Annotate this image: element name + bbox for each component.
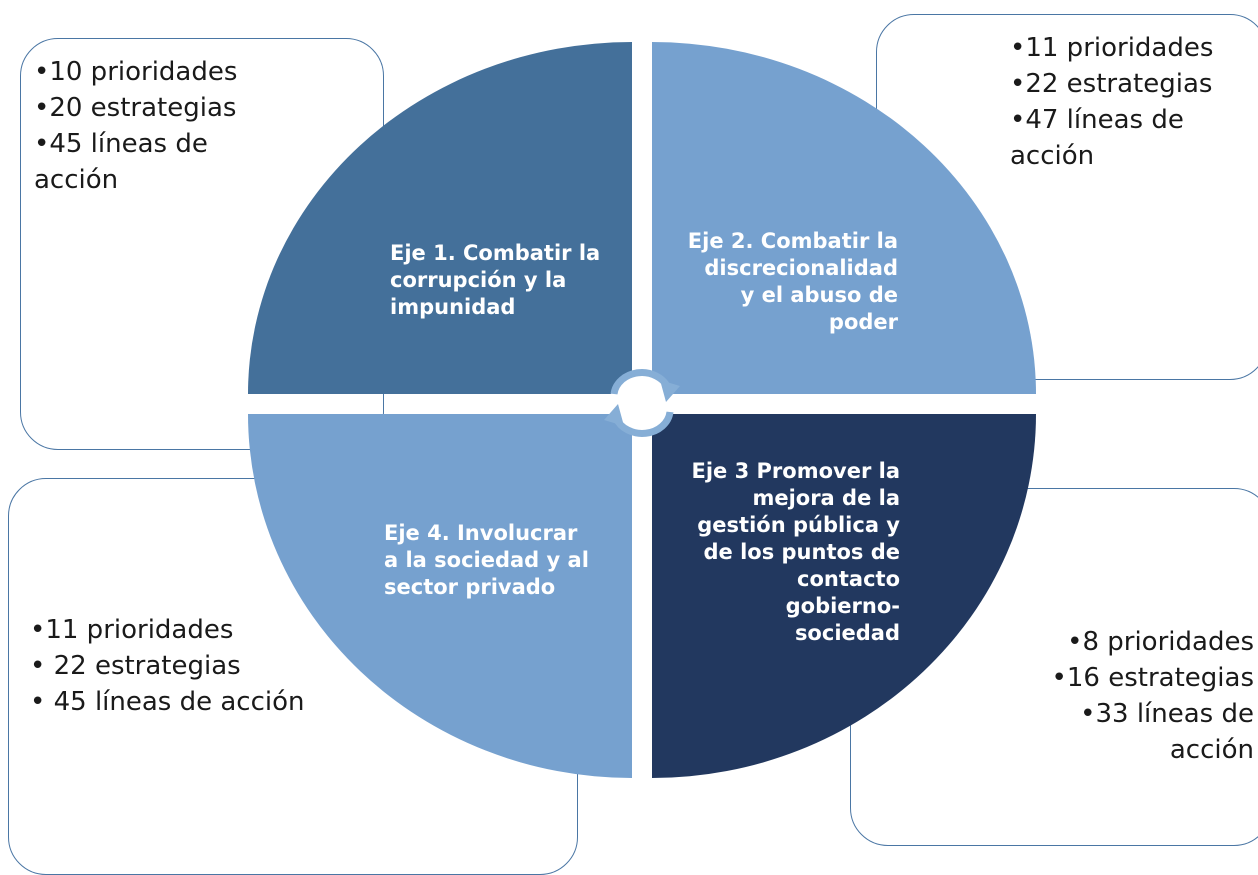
axis1-stats-list: •10 prioridades •20 estrategias •45 líne… — [34, 54, 237, 198]
axis2-label: Eje 2. Combatir la discrecionalidad y el… — [687, 229, 898, 334]
axis3-label: Eje 3 Promover la mejora de la gestión p… — [691, 459, 900, 645]
list-item: •11 prioridades — [1010, 33, 1214, 63]
axis3-stats-list: •8 prioridades •16 estrategias •33 línea… — [1052, 624, 1254, 768]
list-item: •8 prioridades — [1067, 627, 1254, 657]
list-item: •11 prioridades — [30, 615, 234, 645]
list-item: •47 líneas de — [1010, 105, 1184, 135]
list-item: acción — [34, 165, 119, 195]
axis1-label: Eje 1. Combatir la corrupción y la impun… — [390, 241, 601, 319]
axis1-quadrant — [248, 42, 632, 394]
list-item: •22 estrategias — [1010, 69, 1213, 99]
axis4-quadrant — [248, 414, 632, 778]
cycle-arrows-icon — [604, 369, 680, 437]
list-item: • 45 líneas de acción — [30, 687, 305, 717]
axis4-stats-list: •11 prioridades • 22 estrategias • 45 lí… — [30, 612, 305, 720]
list-item: •20 estrategias — [34, 93, 237, 123]
axis2-stats-list: •11 prioridades •22 estrategias •47 líne… — [1010, 30, 1213, 174]
axis2-quadrant — [652, 42, 1036, 394]
list-item: •45 líneas de — [34, 129, 208, 159]
list-item: acción — [1010, 141, 1095, 171]
axis3-quadrant — [652, 414, 1036, 778]
axis4-label: Eje 4. Involucrar a la sociedad y al sec… — [384, 521, 589, 599]
list-item: •10 prioridades — [34, 57, 238, 87]
list-item: acción — [1169, 735, 1254, 765]
list-item: •16 estrategias — [1051, 663, 1254, 693]
list-item: • 22 estrategias — [30, 651, 241, 681]
list-item: •33 líneas de — [1080, 699, 1254, 729]
